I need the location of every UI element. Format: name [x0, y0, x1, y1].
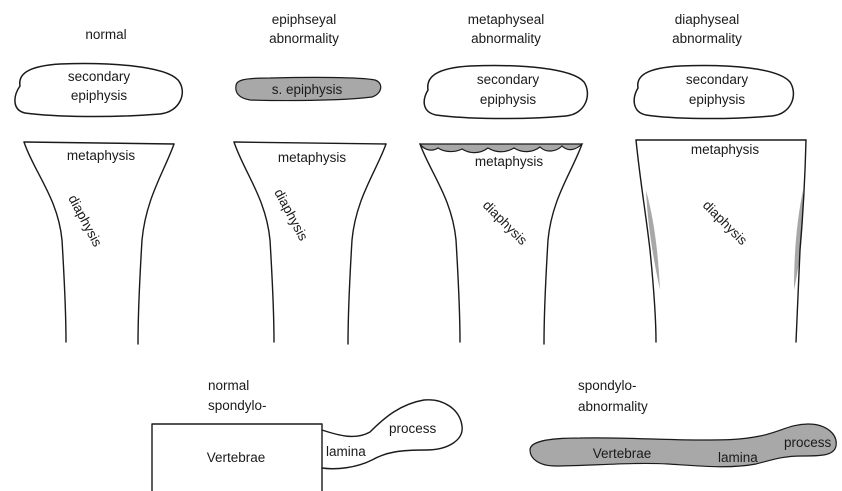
diaphysis-label: diaphysis [700, 198, 751, 249]
metaphysis-label: metaphysis [278, 150, 347, 165]
panel-epiphyseal-heading-1: epiphseyal [272, 12, 337, 27]
spine-normal: normal spondylo- Vertebrae lamina proces… [152, 378, 462, 491]
bone-left-edge-epiphyseal [234, 142, 274, 342]
panel-epiphyseal: epiphseyal abnormality s. epiphysis meta… [234, 12, 386, 344]
lamina-label: lamina [326, 444, 366, 459]
epiphysis-short-label: s. epiphysis [272, 82, 343, 97]
panel-diaphyseal: diaphyseal abnormality secondary epiphys… [634, 12, 806, 342]
bone-right-edge-metaphyseal [544, 144, 582, 344]
panel-epiphyseal-heading-2: abnormality [269, 31, 339, 46]
epiphysis-label-2: epiphysis [480, 92, 537, 107]
spine-abnormal-heading-2: abnormality [578, 399, 648, 414]
bone-left-edge-metaphyseal [420, 144, 460, 342]
metaphysis-label: metaphysis [691, 142, 760, 157]
bone-right-edge-normal [138, 144, 174, 344]
panel-normal: normal secondary epiphysis metaphysis di… [15, 27, 182, 344]
epiphysis-label-1: secondary [68, 69, 131, 84]
spine-normal-heading-1: normal [208, 378, 249, 393]
metaphysis-top-epiphyseal [234, 142, 386, 144]
diaphysis-label: diaphysis [271, 186, 311, 243]
epiphysis-label-2: epiphysis [71, 88, 128, 103]
epiphysis-label-2: epiphysis [689, 92, 746, 107]
spine-normal-heading-2: spondylo- [208, 398, 267, 413]
panel-metaphyseal-heading-1: metaphyseal [468, 12, 545, 27]
spine-abnormal-heading-1: spondylo- [578, 378, 637, 393]
process-label: process [389, 421, 437, 436]
metaphysis-top-normal [24, 142, 174, 144]
bone-left-edge-normal [24, 142, 66, 342]
metaphysis-label: metaphysis [67, 148, 136, 163]
metaphysis-irregular-growth-plate [420, 144, 582, 153]
panel-metaphyseal-heading-2: abnormality [471, 31, 541, 46]
panel-normal-heading: normal [85, 27, 126, 42]
panel-diaphyseal-heading-2: abnormality [672, 31, 742, 46]
diaphysis-label: diaphysis [65, 192, 105, 249]
panel-diaphyseal-heading-1: diaphyseal [675, 12, 740, 27]
bone-right-edge-epiphyseal [348, 144, 386, 344]
process-label: process [784, 435, 832, 450]
spine-abnormal: spondylo- abnormality Vertebrae lamina p… [530, 378, 836, 467]
epiphysis-label-1: secondary [477, 72, 540, 87]
vertebrae-label: Vertebrae [207, 450, 266, 465]
panel-metaphyseal: metaphyseal abnormality secondary epiphy… [420, 12, 587, 344]
diaphysis-label: diaphysis [480, 198, 531, 249]
epiphysis-label-1: secondary [686, 72, 749, 87]
vertebrae-label: Vertebrae [593, 446, 652, 461]
lamina-label: lamina [718, 450, 758, 465]
metaphysis-label: metaphysis [475, 154, 544, 169]
